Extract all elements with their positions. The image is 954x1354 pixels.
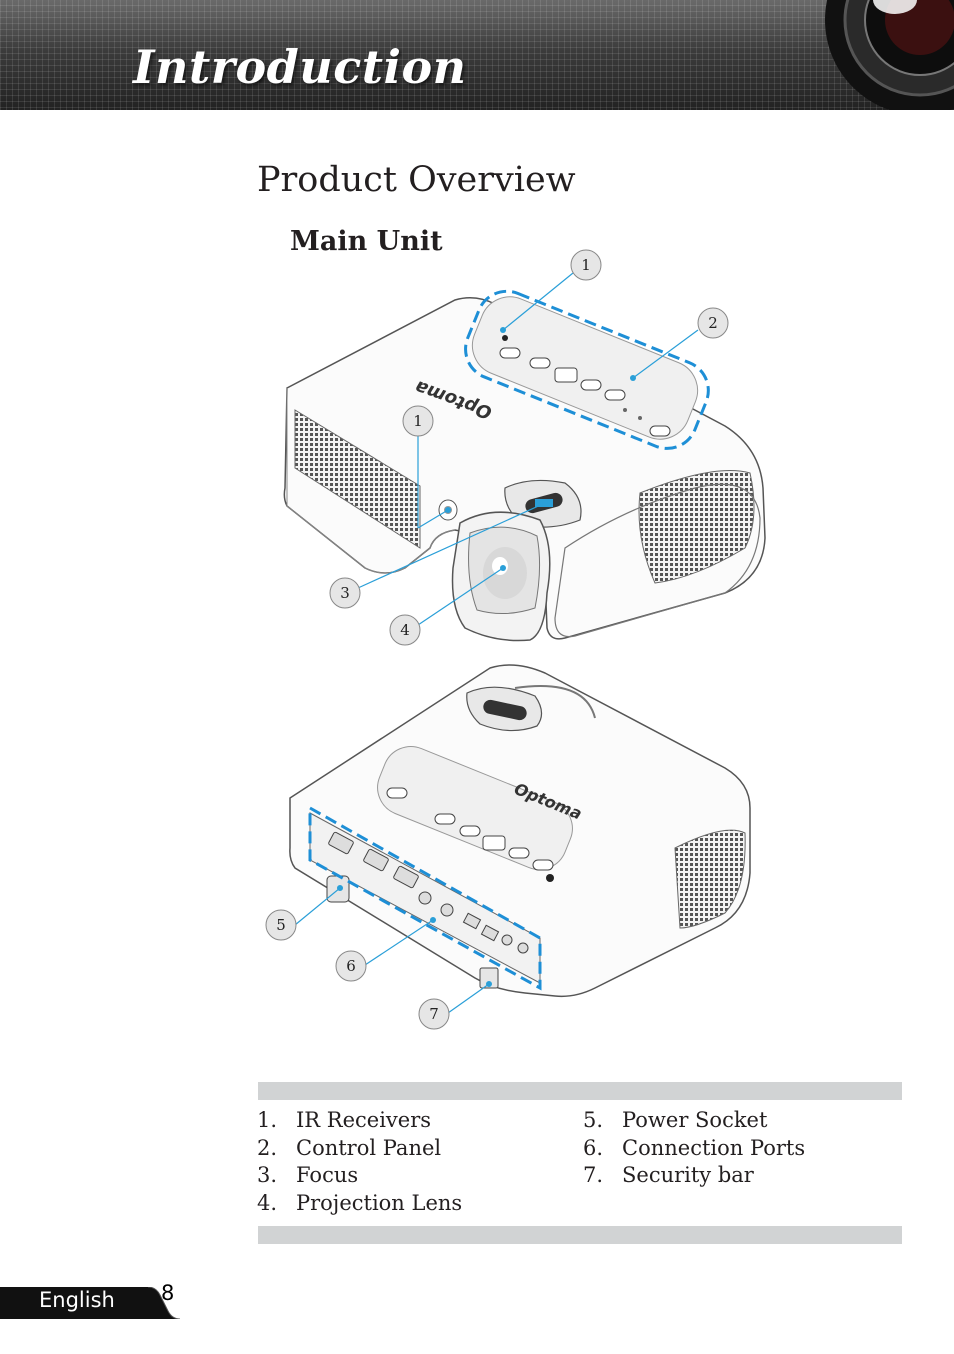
callout-4: 4 [389, 614, 421, 646]
callout-dots-rear [337, 885, 492, 987]
callout-1-top: 1 [570, 249, 602, 281]
svg-text:2: 2 [708, 314, 718, 332]
svg-text:7: 7 [429, 1005, 439, 1023]
list-item: 5.Power Socket [583, 1108, 768, 1132]
callout-1-front: 1 [402, 405, 434, 437]
list-item: 7.Security bar [583, 1163, 754, 1187]
callout-dots-front [445, 327, 636, 571]
footer-language: English [39, 1288, 115, 1312]
parts-list-right: 5.Power Socket 6.Connection Ports 7.Secu… [583, 1107, 805, 1190]
callout-6: 6 [335, 950, 367, 982]
section-subtitle: Main Unit [290, 226, 443, 257]
list-item: 6.Connection Ports [583, 1135, 806, 1160]
callout-lines-front [357, 272, 699, 626]
divider-top [258, 1082, 902, 1100]
section-title: Product Overview [257, 160, 576, 200]
list-item: 2.Control Panel [257, 1135, 442, 1160]
lens-decoration-icon [825, 0, 954, 110]
callout-lines-rear [294, 887, 490, 1014]
page-number: 8 [161, 1281, 175, 1305]
svg-text:3: 3 [340, 584, 350, 602]
list-item: 3.Focus [257, 1163, 359, 1187]
svg-text:1: 1 [413, 412, 423, 430]
svg-text:4: 4 [400, 621, 410, 639]
list-item: 1.IR Receivers [257, 1108, 432, 1132]
callout-7: 7 [418, 998, 450, 1030]
footer-language-tab [0, 1287, 180, 1319]
chapter-title: Introduction [133, 40, 467, 94]
projector-front-view: Optoma [283, 289, 766, 642]
svg-text:5: 5 [276, 916, 286, 934]
callout-3: 3 [329, 577, 361, 609]
projector-rear-view: Optoma [289, 664, 751, 998]
divider-bottom [258, 1226, 902, 1244]
chapter-header: Introduction [0, 0, 954, 110]
projector-illustration: Optoma [265, 249, 766, 1030]
parts-list-left: 1.IR Receivers 2.Control Panel 3.Focus 4… [257, 1107, 462, 1217]
callout-5: 5 [265, 909, 297, 941]
svg-text:1: 1 [581, 256, 591, 274]
svg-text:6: 6 [346, 957, 356, 975]
header-texture [0, 0, 954, 110]
list-item: 4.Projection Lens [257, 1190, 463, 1215]
callout-2: 2 [697, 307, 729, 339]
